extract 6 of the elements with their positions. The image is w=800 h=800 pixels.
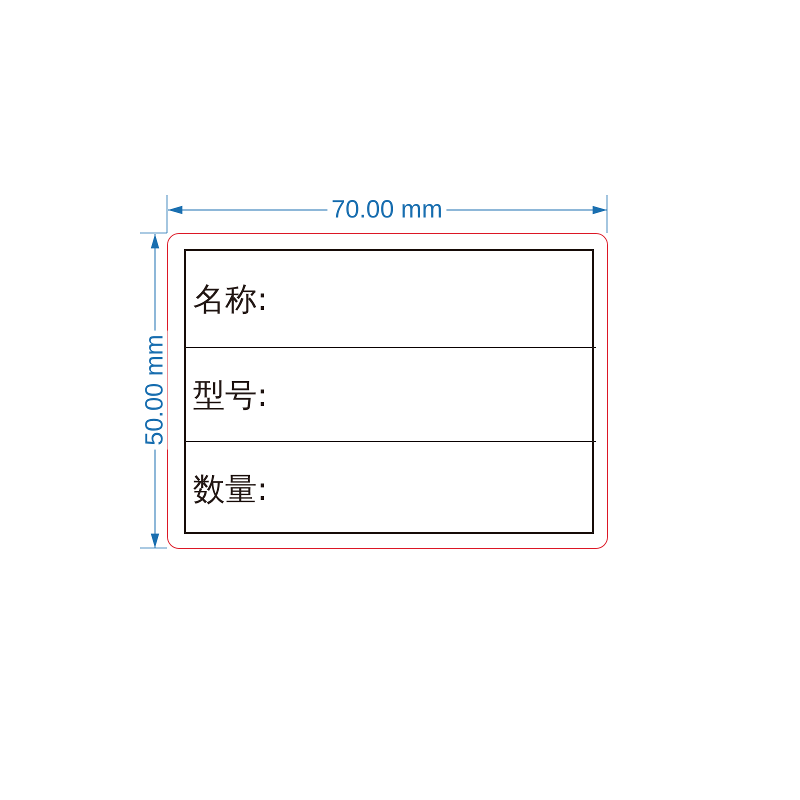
label-outline	[167, 233, 608, 549]
field-label: 数量:	[193, 473, 268, 505]
dimension-label: 50.00 mm	[142, 330, 168, 450]
field-label: 名称:	[193, 283, 268, 315]
table-frame	[184, 249, 594, 534]
field-label: 型号:	[193, 378, 268, 410]
